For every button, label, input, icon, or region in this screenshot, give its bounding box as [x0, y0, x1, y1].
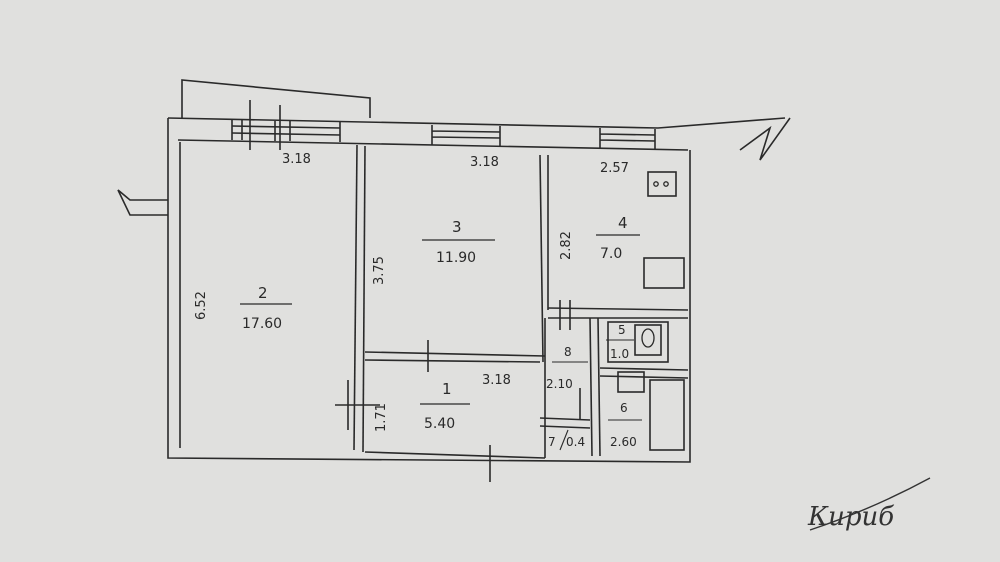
dim-room1-width: 3.18 — [482, 373, 511, 388]
room-5-number: 5 — [618, 323, 626, 337]
stove-burner-icon — [663, 181, 669, 187]
toilet-icon — [641, 328, 655, 348]
dim-room4-depth: 2.82 — [559, 231, 574, 260]
dim-room4-width: 2.57 — [600, 161, 629, 176]
room-3-area: 11.90 — [436, 250, 476, 266]
room-8-area: 2.10 — [546, 377, 573, 391]
room-4-number: 4 — [618, 214, 628, 232]
plan-walls — [117, 79, 791, 482]
signature: Кириб — [807, 502, 894, 532]
room-1-area: 5.40 — [424, 416, 455, 432]
dim-room3-width: 3.18 — [470, 155, 499, 170]
room-3-number: 3 — [452, 218, 462, 236]
room-8-number: 8 — [564, 345, 572, 359]
dim-room1-depth: 1.71 — [374, 403, 389, 432]
dim-room3-depth: 3.75 — [372, 256, 387, 285]
room-4-area: 7.0 — [600, 246, 622, 262]
room-2-number: 2 — [258, 284, 268, 302]
stove-burner-icon — [653, 181, 659, 187]
room-2-area: 17.60 — [242, 316, 282, 332]
room-6-area: 2.60 — [610, 435, 637, 449]
signature-stroke — [809, 477, 931, 531]
room-5-area: 1.0 — [610, 347, 629, 361]
dim-room2-length: 6.52 — [194, 291, 209, 320]
room-6-number: 6 — [620, 401, 628, 415]
room-7-number: 7 — [548, 435, 556, 449]
dim-room2-width: 3.18 — [282, 152, 311, 167]
room-1-number: 1 — [442, 380, 452, 398]
room-7-area: 0.4 — [566, 435, 585, 449]
